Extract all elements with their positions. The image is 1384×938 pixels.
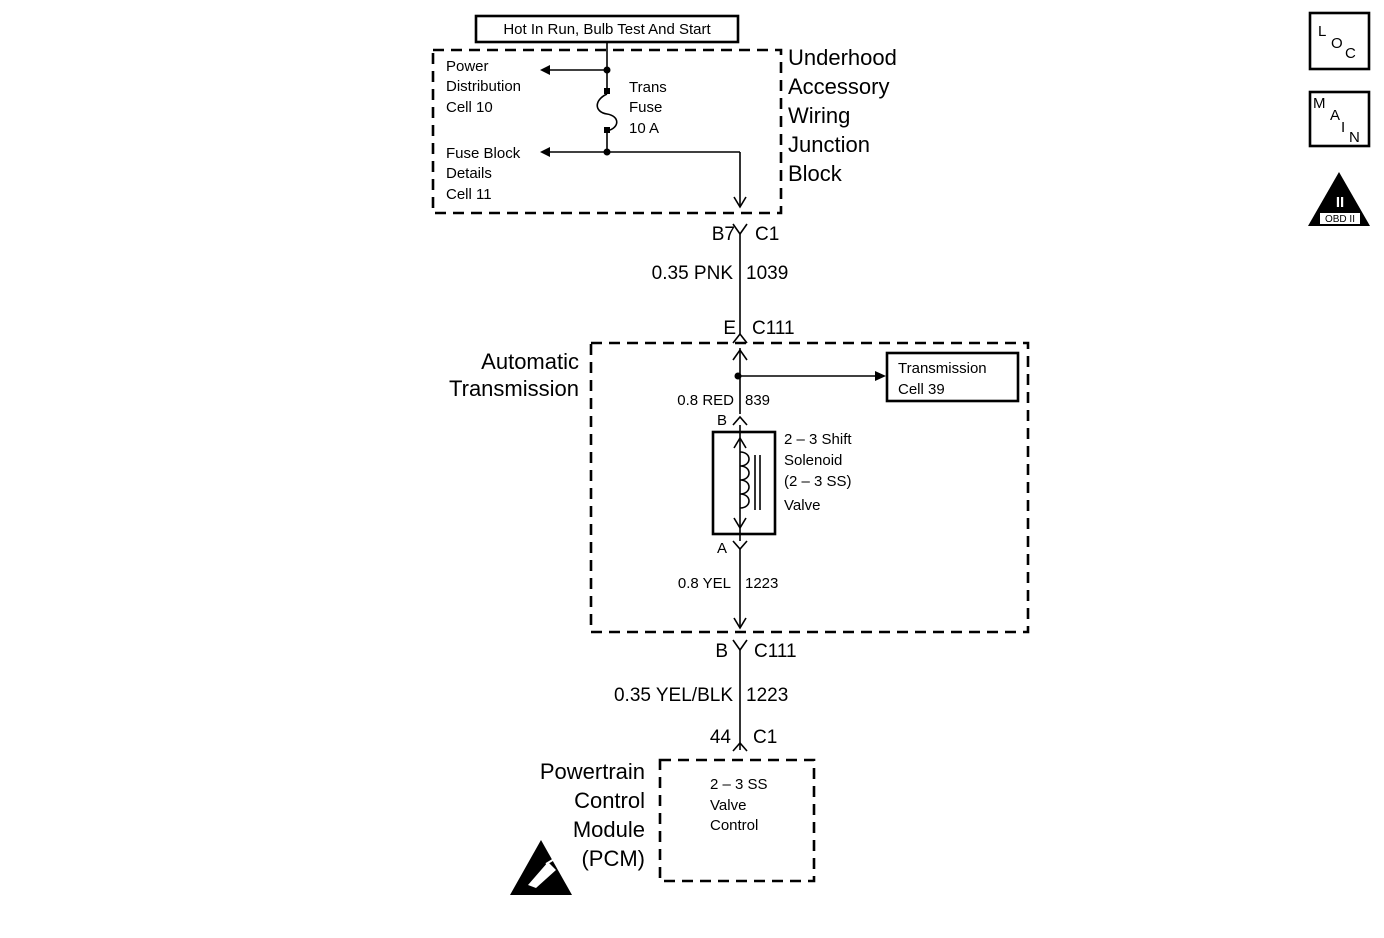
arrow-left-icon: [540, 147, 550, 157]
connector-fork-icon: [732, 540, 748, 551]
svg-text:(2 – 3 SS): (2 – 3 SS): [784, 473, 852, 490]
svg-text:Cell 39: Cell 39: [898, 381, 945, 398]
transmission-boundary: [589, 341, 1030, 634]
connector-id: C1: [755, 224, 779, 245]
arrow-right-icon: [875, 371, 886, 381]
power-distribution-label: Power Distribution Cell 10: [446, 58, 521, 116]
transmission-cell-ref[interactable]: [885, 351, 1020, 403]
connector-pin: B: [715, 641, 728, 662]
svg-text:OBD II: OBD II: [1325, 214, 1355, 225]
wire-gauge-color: 0.8 YEL: [678, 575, 731, 592]
connector-fork-icon: [732, 639, 748, 652]
connector-pin: 44: [710, 727, 732, 748]
transmission-title: Automatic Transmission: [449, 349, 579, 401]
connector-id: C111: [752, 318, 795, 339]
fuse-icon: [596, 93, 618, 132]
svg-text:2 – 3 Shift: 2 – 3 Shift: [784, 431, 852, 448]
svg-text:Block: Block: [788, 161, 843, 186]
wire-circuit: 839: [745, 392, 770, 409]
loc-button[interactable]: L O C: [1308, 11, 1371, 71]
connector-id: C111: [754, 641, 797, 662]
arrow-up-icon: [732, 348, 748, 361]
connector-fork-icon: [732, 332, 748, 344]
svg-text:Power: Power: [446, 58, 489, 75]
wire-circuit: 1223: [745, 575, 778, 592]
svg-text:Control: Control: [574, 788, 645, 813]
svg-text:Junction: Junction: [788, 132, 870, 157]
wire-gauge-color: 0.8 RED: [677, 392, 734, 409]
connector-fork-icon: [732, 741, 748, 752]
solenoid-pin-a: A: [717, 540, 727, 557]
junction-block-wiring: [540, 42, 747, 209]
esd-warning-icon: [510, 840, 572, 895]
svg-text:C: C: [1345, 45, 1356, 62]
svg-text:N: N: [1349, 129, 1360, 146]
svg-text:Control: Control: [710, 817, 758, 834]
pcm-boundary: [658, 758, 816, 883]
svg-text:(PCM): (PCM): [581, 846, 645, 871]
svg-text:Fuse Block: Fuse Block: [446, 145, 521, 162]
arrow-left-icon: [540, 65, 550, 75]
wire-gauge-color: 0.35 PNK: [652, 263, 734, 284]
svg-text:Distribution: Distribution: [446, 78, 521, 95]
wire-circuit: 1039: [746, 263, 788, 284]
power-source-label: Hot In Run, Bulb Test And Start: [503, 21, 711, 38]
svg-text:Powertrain: Powertrain: [540, 759, 645, 784]
fuse-block-label: Fuse Block Details Cell 11: [446, 145, 521, 203]
svg-text:Accessory: Accessory: [788, 74, 889, 99]
svg-text:I: I: [1341, 119, 1345, 136]
svg-text:Fuse: Fuse: [629, 99, 662, 116]
connector-id: C1: [753, 727, 777, 748]
svg-text:O: O: [1331, 35, 1343, 52]
svg-text:Wiring: Wiring: [788, 103, 850, 128]
connector-fork-icon: [732, 223, 748, 236]
svg-text:Transmission: Transmission: [449, 376, 579, 401]
pcm-title: Powertrain Control Module (PCM): [540, 759, 645, 871]
main-button[interactable]: M A I N: [1308, 90, 1371, 148]
power-source-box: Hot In Run, Bulb Test And Start: [474, 14, 740, 44]
wire-circuit: 1223: [746, 685, 788, 706]
svg-text:Valve: Valve: [784, 497, 820, 514]
pcm-function-label: 2 – 3 SS Valve Control: [710, 776, 768, 834]
svg-text:Transmission: Transmission: [898, 360, 987, 377]
svg-text:Valve: Valve: [710, 797, 746, 814]
connector-fork-icon: [732, 415, 748, 426]
svg-text:Details: Details: [446, 165, 492, 182]
svg-text:Cell 10: Cell 10: [446, 99, 493, 116]
junction-block-title: Underhood Accessory Wiring Junction Bloc…: [788, 45, 897, 186]
svg-text:2 – 3 SS: 2 – 3 SS: [710, 776, 768, 793]
arrow-down-icon: [733, 617, 747, 630]
wire-gauge-color: 0.35 YEL/BLK: [614, 685, 733, 706]
arrow-down-icon: [733, 196, 747, 209]
svg-text:Trans: Trans: [629, 79, 667, 96]
trans-fuse-label: Trans Fuse 10 A: [629, 79, 667, 137]
svg-text:10 A: 10 A: [629, 120, 659, 137]
svg-text:Automatic: Automatic: [481, 349, 579, 374]
svg-text:Underhood: Underhood: [788, 45, 897, 70]
solenoid-label: 2 – 3 Shift Solenoid (2 – 3 SS) Valve: [784, 431, 852, 514]
connector-pin: E: [723, 318, 736, 339]
solenoid-pin-b: B: [717, 412, 727, 429]
obd-ii-icon[interactable]: OBD II II: [1308, 172, 1370, 226]
junction-block-boundary: [431, 48, 783, 215]
svg-text:A: A: [1330, 107, 1340, 124]
svg-text:Module: Module: [573, 817, 645, 842]
svg-text:Solenoid: Solenoid: [784, 452, 842, 469]
connector-pin: B7: [712, 224, 735, 245]
solenoid-icon: [711, 425, 777, 541]
svg-text:II: II: [1336, 194, 1344, 211]
svg-text:M: M: [1313, 95, 1326, 112]
svg-text:L: L: [1318, 23, 1326, 40]
svg-text:Cell 11: Cell 11: [446, 186, 492, 203]
